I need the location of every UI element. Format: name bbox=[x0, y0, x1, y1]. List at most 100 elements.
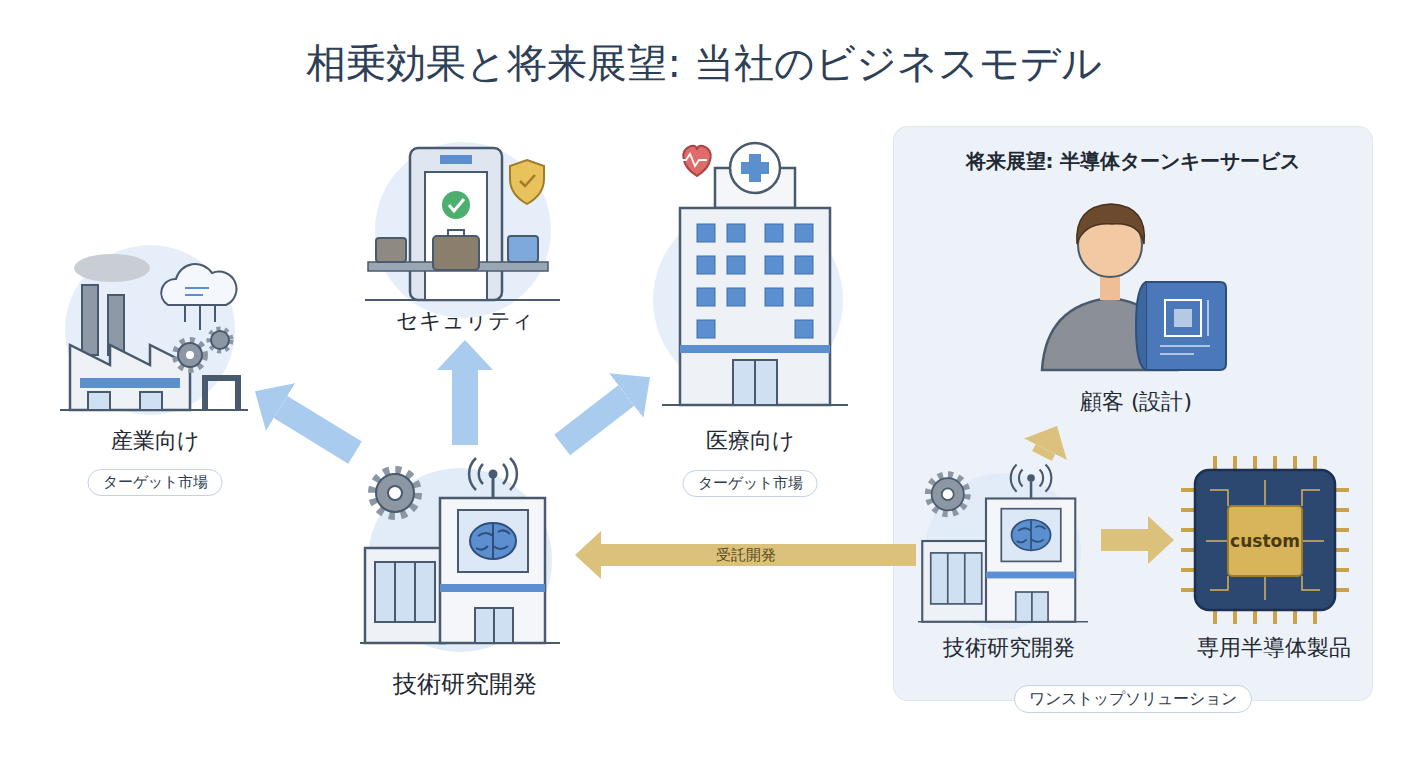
factory-illustration bbox=[60, 409, 248, 411]
security-gate-illustration bbox=[368, 262, 548, 271]
market-node: 医療向けターゲット市場 bbox=[650, 135, 850, 505]
security-gate-illustration bbox=[520, 175, 535, 186]
flow-arrow bbox=[281, 407, 355, 453]
hospital-illustration bbox=[662, 404, 848, 406]
chip-illustration bbox=[1181, 456, 1349, 624]
hospital-illustration bbox=[795, 256, 813, 274]
tag-badge: ターゲット市場 bbox=[88, 469, 223, 496]
market-node: 産業向けターゲット市場 bbox=[55, 245, 255, 505]
node-label: セキュリティ bbox=[360, 307, 570, 335]
security-gate-illustration bbox=[376, 238, 406, 262]
hospital-illustration bbox=[697, 288, 715, 306]
customer-illustration bbox=[1077, 204, 1145, 244]
chip-illustration bbox=[1206, 480, 1324, 600]
customer-illustration bbox=[1146, 282, 1226, 370]
hospital-illustration bbox=[795, 320, 813, 338]
security-gate-illustration bbox=[440, 155, 472, 164]
future-panel: 将来展望: 半導体ターンキーサービスワンストップソリューション顧客 (設計)技術… bbox=[893, 126, 1373, 701]
customer-illustration bbox=[1136, 282, 1146, 370]
hospital-illustration bbox=[727, 256, 745, 274]
factory-illustration bbox=[65, 245, 235, 415]
lab-illustration bbox=[360, 458, 560, 652]
node-label: 技術研究開発 bbox=[916, 634, 1101, 662]
factory-illustration bbox=[60, 245, 248, 415]
hospital-illustration bbox=[765, 288, 783, 306]
hospital-illustration bbox=[741, 154, 769, 182]
hospital-illustration bbox=[754, 360, 756, 405]
customer-illustration bbox=[1100, 272, 1120, 300]
hospital-illustration bbox=[676, 154, 707, 166]
hospital-illustration bbox=[683, 146, 710, 176]
customer-illustration bbox=[1042, 204, 1226, 370]
factory-illustration bbox=[80, 378, 180, 388]
node-label: 専用半導体製品 bbox=[1174, 634, 1374, 662]
factory-illustration bbox=[185, 288, 209, 295]
lab-illustration bbox=[360, 458, 560, 652]
customer-illustration bbox=[1165, 300, 1201, 336]
factory-illustration bbox=[186, 351, 194, 359]
security-gate-illustration bbox=[365, 142, 560, 318]
security-gate-illustration bbox=[425, 172, 487, 300]
customer-illustration bbox=[1160, 300, 1210, 354]
factory-illustration bbox=[209, 329, 231, 351]
factory-illustration bbox=[161, 264, 236, 305]
factory-illustration bbox=[70, 345, 190, 410]
tag-badge: ターゲット市場 bbox=[683, 470, 818, 497]
hospital-illustration bbox=[765, 256, 783, 274]
customer-illustration bbox=[1042, 298, 1178, 370]
lab-illustration bbox=[918, 465, 1088, 630]
chip-illustration bbox=[1181, 456, 1349, 624]
security-gate-illustration bbox=[449, 199, 464, 211]
panel-heading: 将来展望: 半導体ターンキーサービス bbox=[894, 149, 1372, 174]
security-gate-illustration bbox=[442, 191, 470, 219]
customer-illustration bbox=[1078, 213, 1142, 277]
rnd-node: 技術研究開発 bbox=[916, 456, 1101, 666]
security-gate-illustration bbox=[448, 230, 464, 236]
flow-arrow bbox=[1101, 529, 1148, 551]
factory-illustration bbox=[74, 254, 150, 282]
chip-illustration bbox=[1228, 506, 1302, 576]
hospital-illustration bbox=[730, 143, 780, 193]
product-node: 専用半導体製品 bbox=[1174, 456, 1374, 666]
security-gate-illustration bbox=[375, 142, 551, 318]
factory-illustration bbox=[108, 295, 124, 355]
hospital-illustration bbox=[715, 168, 795, 208]
connector-group bbox=[281, 370, 1148, 555]
arrow-label: 受託開発 bbox=[716, 546, 776, 565]
hospital-illustration bbox=[795, 224, 813, 242]
customer-node: 顧客 (設計) bbox=[1036, 186, 1236, 426]
hospital-illustration bbox=[653, 143, 848, 405]
node-label: 産業向け bbox=[55, 427, 255, 455]
security-gate-illustration bbox=[510, 160, 544, 204]
factory-illustration bbox=[211, 331, 229, 349]
security-gate-illustration bbox=[410, 148, 502, 300]
rnd-node: 技術研究開発 bbox=[355, 445, 575, 705]
hospital-illustration bbox=[697, 256, 715, 274]
factory-illustration bbox=[140, 392, 162, 410]
node-label: 顧客 (設計) bbox=[1036, 388, 1236, 416]
security-gate-illustration bbox=[433, 236, 479, 270]
flow-arrow bbox=[601, 544, 916, 566]
hospital-illustration bbox=[795, 288, 813, 306]
market-node: セキュリティ bbox=[360, 135, 570, 340]
hospital-illustration bbox=[697, 224, 813, 338]
hospital-illustration bbox=[727, 288, 745, 306]
security-gate-illustration bbox=[508, 236, 538, 262]
hospital-illustration bbox=[680, 208, 830, 405]
factory-illustration bbox=[185, 305, 215, 330]
factory-illustration bbox=[205, 378, 238, 410]
factory-illustration bbox=[178, 343, 202, 367]
factory-illustration bbox=[175, 340, 205, 370]
flow-arrow bbox=[452, 370, 478, 445]
chip-illustration bbox=[1195, 470, 1335, 610]
security-gate-illustration bbox=[365, 299, 560, 301]
hospital-illustration bbox=[733, 360, 777, 405]
lab-illustration bbox=[918, 465, 1088, 630]
factory-illustration bbox=[88, 392, 110, 410]
flow-arrow bbox=[562, 396, 626, 445]
node-label: 技術研究開発 bbox=[355, 669, 575, 699]
tag-badge: ワンストップソリューション bbox=[1014, 685, 1252, 713]
hospital-illustration bbox=[653, 205, 843, 395]
